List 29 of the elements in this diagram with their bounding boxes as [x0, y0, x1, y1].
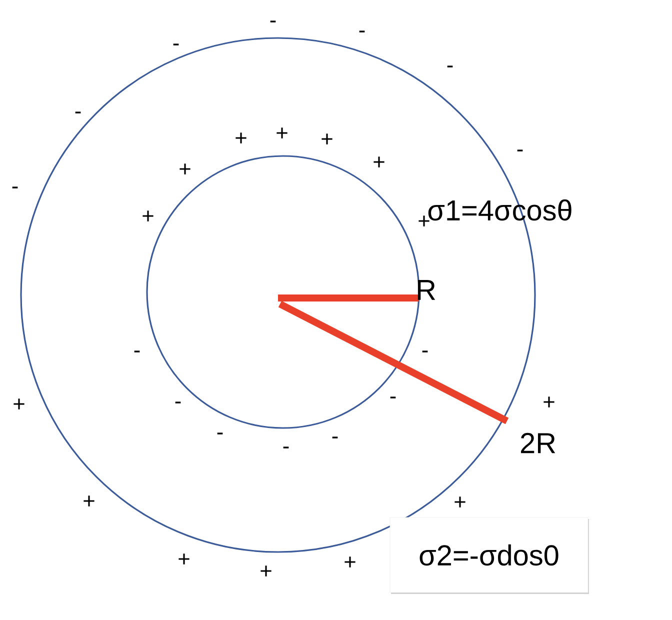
charge-sign: -	[270, 20, 276, 22]
charge-sign: -	[217, 432, 223, 434]
charge-sign: +	[84, 496, 94, 506]
charge-sign: -	[517, 150, 523, 152]
charge-sign: +	[236, 132, 246, 144]
charge-sign: -	[359, 30, 365, 32]
charge-sign: +	[260, 566, 272, 576]
charge-sign: +	[374, 156, 384, 168]
charge-sign: +	[276, 128, 288, 138]
charge-sign: -	[422, 350, 428, 352]
charge-sign: +	[322, 134, 332, 144]
formula-box: σ2=-σdos0	[390, 517, 589, 594]
charge-sign: -	[12, 186, 18, 188]
charge-sign: -	[332, 436, 338, 438]
charge-sign: +	[180, 164, 190, 174]
charge-sign: +	[344, 556, 356, 568]
charge-sign: +	[418, 216, 430, 226]
charge-sign: +	[544, 396, 554, 408]
charge-sign: +	[142, 210, 154, 222]
charge-sign: -	[75, 112, 81, 114]
charge-sign: -	[283, 446, 289, 448]
radius-label: 2R	[521, 432, 556, 454]
charge-sign: -	[134, 350, 140, 352]
charge-sign: -	[447, 66, 453, 68]
charge-sign: -	[175, 402, 181, 404]
charge-sign: -	[390, 396, 396, 398]
charge-sign: +	[14, 398, 24, 410]
charge-sign: +	[178, 554, 190, 564]
charge-sign: -	[173, 44, 179, 46]
